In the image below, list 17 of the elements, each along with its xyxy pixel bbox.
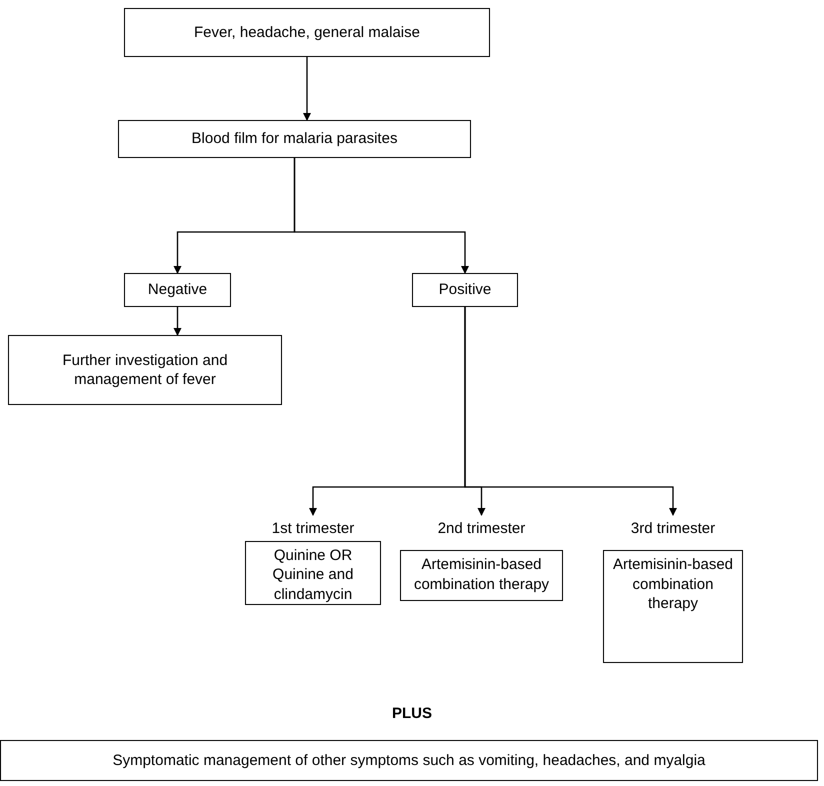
process-box: Fever, headache, general malaise: [124, 8, 490, 57]
arrow: [303, 57, 311, 121]
trimester-label: 3rd trimester: [630, 519, 716, 539]
arrow: [174, 307, 182, 336]
treatment-box: Artemisinin-based combination therapy: [603, 550, 743, 663]
treatment-box: Artemisinin-based combination therapy: [400, 550, 563, 601]
process-box: Symptomatic management of other symptoms such as vomiting, headaches, and myalgia: [0, 740, 818, 781]
process-box: Blood film for malaria parasites: [118, 120, 471, 158]
treatment-box: Quinine OR Quinine and clindamycin: [245, 540, 381, 605]
trimester-label: 1st trimester: [272, 519, 354, 539]
connector-label: PLUS: [390, 704, 433, 724]
arrow: [294, 158, 469, 274]
trimester-label: 2nd trimester: [438, 519, 526, 539]
arrow: [464, 307, 677, 516]
process-box: Negative: [124, 273, 231, 307]
process-box: Further investigation and management of fever: [8, 335, 282, 405]
process-box: Positive: [412, 273, 518, 307]
